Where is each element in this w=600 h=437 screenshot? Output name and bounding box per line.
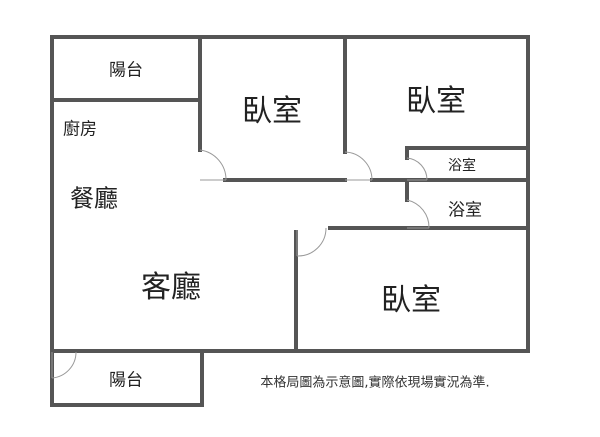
room-label-living: 客廳 — [141, 270, 201, 305]
door-bathroom1 — [406, 157, 428, 181]
room-label-bedroom-2: 臥室 — [406, 84, 466, 119]
bedroom1-wall — [198, 35, 347, 182]
bathroom2-wall — [328, 178, 530, 230]
room-label-bathroom-2: 浴室 — [448, 200, 482, 221]
bedroom2-wall — [343, 35, 530, 182]
door-bedroom2 — [344, 151, 373, 181]
disclaimer-note: 本格局圖為示意圖,實際依現場實況為準. — [260, 375, 490, 391]
room-label-kitchen: 廚房 — [63, 119, 97, 140]
room-label-balcony-top: 陽台 — [109, 60, 143, 81]
room-label-dining: 餐廳 — [70, 184, 118, 213]
door-bedroom3 — [296, 227, 327, 257]
outer-wall — [50, 35, 530, 353]
room-label-bedroom-1: 臥室 — [242, 94, 302, 129]
bathroom1-wall — [405, 146, 530, 160]
room-label-bathroom-1: 浴室 — [448, 158, 476, 174]
door-balcony — [51, 351, 77, 379]
room-label-bedroom-3: 臥室 — [381, 283, 441, 318]
door-bathroom2 — [406, 199, 430, 229]
door-bedroom1 — [199, 149, 227, 181]
room-label-balcony-bottom: 陽台 — [109, 370, 143, 391]
